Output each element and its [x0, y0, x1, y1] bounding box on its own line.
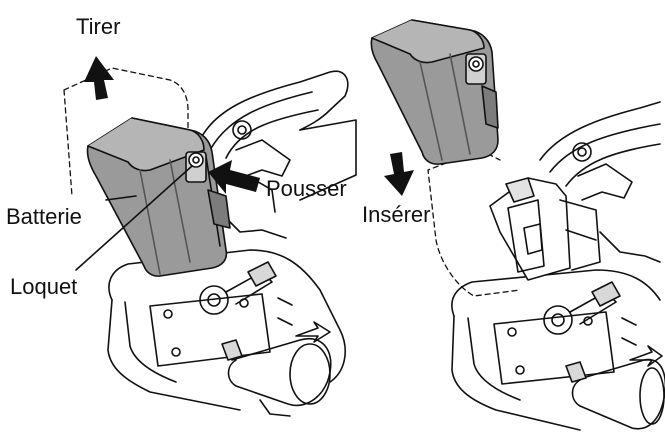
- label-insert: Insérer: [362, 204, 430, 226]
- battery-left: [87, 118, 230, 276]
- battery-right: [371, 20, 498, 164]
- label-pull: Tirer: [76, 16, 120, 38]
- label-battery: Batterie: [6, 206, 82, 228]
- socket-ring: [233, 121, 251, 139]
- label-latch: Loquet: [10, 276, 77, 298]
- arrow-down-icon: [384, 152, 414, 196]
- label-push: Pousser: [266, 178, 347, 200]
- arrow-up-icon: [84, 56, 114, 100]
